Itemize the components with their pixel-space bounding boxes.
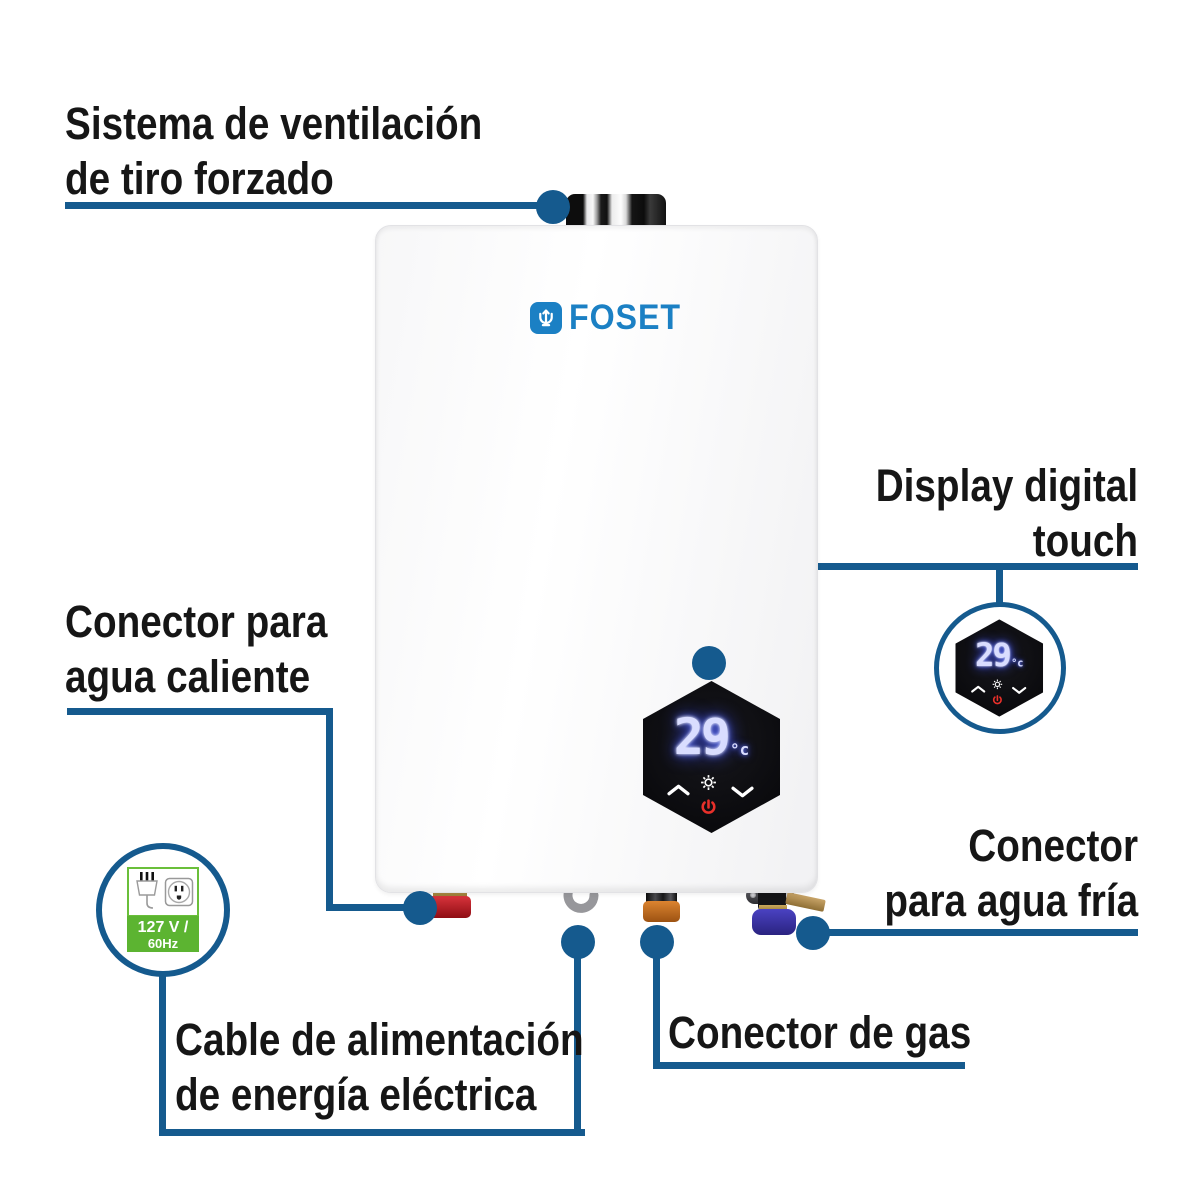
outlet-icon: [164, 877, 193, 907]
temperature-unit-zoom: °c: [1011, 657, 1024, 670]
temperature-value: 29: [673, 708, 731, 766]
callout-dot-gas: [640, 925, 674, 959]
callout-line-hot-drop: [326, 708, 333, 911]
chevron-up-icon: [971, 685, 986, 693]
callout-line-cold: [813, 929, 1138, 936]
power-spec-badge: 127 V / 60Hz: [96, 843, 230, 977]
trident-icon: [530, 302, 562, 334]
electrical-badge: 127 V / 60Hz: [127, 867, 199, 952]
label-gas: Conector de gas: [668, 1007, 972, 1058]
callout-line-vent: [65, 202, 540, 209]
plug-icon: [135, 872, 158, 909]
label-display: Display digital touch: [875, 460, 1138, 566]
frequency-label: 60Hz: [147, 936, 179, 951]
cold-water-connector: [752, 909, 796, 935]
callout-dot-vent: [536, 190, 570, 224]
callout-dot-hot: [403, 891, 437, 925]
gear-icon: [701, 775, 716, 790]
callout-dot-display: [692, 646, 726, 680]
callout-line-hot-run: [326, 904, 410, 911]
brand-logo: FOSET: [530, 298, 691, 338]
brand-name: FOSET: [569, 298, 681, 337]
voltage-label: 127 V /: [137, 919, 189, 936]
magnifier-circle: 29 °c: [934, 602, 1066, 734]
valve-lever: [785, 892, 826, 912]
callout-dot-cable: [561, 925, 595, 959]
callout-line-hot: [67, 708, 333, 715]
callout-line-cable-under: [159, 1129, 585, 1136]
power-icon: [701, 799, 716, 814]
callout-line-gas-under: [653, 1062, 965, 1069]
temperature-readout: 29 °c: [643, 708, 780, 766]
hot-water-connector: [428, 896, 471, 918]
chevron-down-icon: [731, 786, 754, 798]
digital-display-zoom: 29 °c: [955, 619, 1044, 717]
vent-pipe: [566, 194, 666, 230]
gear-icon: [992, 679, 1003, 690]
gas-connector: [643, 901, 680, 922]
callout-line-cable-left: [159, 975, 166, 1136]
callout-line-display: [705, 563, 1138, 570]
label-hot-water: Conector para agua caliente: [65, 596, 328, 702]
label-cold-water: Conector para agua fría: [884, 820, 1138, 926]
callout-line-cable-right: [574, 945, 581, 1136]
label-vent: Sistema de ventilación de tiro forzado: [65, 98, 483, 204]
callout-line-magnifier: [996, 563, 1003, 608]
label-cable: Cable de alimentación de energía eléctri…: [175, 1014, 584, 1120]
temperature-value-zoom: 29: [975, 636, 1012, 674]
callout-line-gas-drop: [653, 945, 660, 1069]
power-icon: [992, 695, 1002, 705]
temperature-unit: °c: [729, 740, 750, 759]
callout-dot-cold: [796, 916, 830, 950]
chevron-up-icon: [667, 784, 690, 796]
chevron-down-icon: [1012, 686, 1027, 694]
